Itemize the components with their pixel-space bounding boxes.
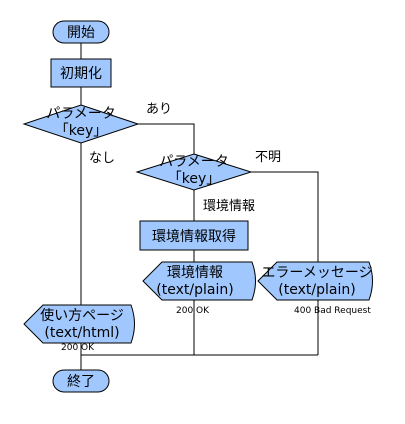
output-usage: 使い方ページ (text/html) — [23, 304, 135, 344]
decision-key-1-line1: パラメータ — [46, 106, 116, 122]
decision-key-2-line2: 「key」 — [168, 171, 221, 187]
output-env: 環境情報 (text/plain) — [142, 261, 256, 301]
output-usage-line1: 使い方ページ — [40, 307, 124, 324]
get-env-process: 環境情報取得 — [139, 220, 249, 251]
decision-key-1: パラメータ 「key」 — [22, 104, 140, 144]
get-env-process-label: 環境情報取得 — [152, 228, 236, 245]
output-error: エラーメッセージ (text/plain) — [257, 261, 373, 301]
output-env-line2: (text/plain) — [156, 282, 233, 298]
output-env-line1: 環境情報 — [167, 265, 223, 281]
decision-key-2-line1: パラメータ — [159, 154, 229, 170]
output-error-line2: (text/plain) — [278, 282, 355, 298]
decision-key-2: パラメータ 「key」 — [135, 153, 253, 191]
output-error-line1: エラーメッセージ — [261, 265, 372, 281]
status-env: 200 OK — [176, 306, 210, 316]
start-node-label: 開始 — [67, 25, 95, 41]
edge-label-d2-unknown: 不明 — [255, 150, 281, 165]
edge-decision2-unknown — [251, 171, 319, 262]
edge-label-d1-yes: あり — [146, 102, 172, 117]
end-node: 終了 — [52, 369, 110, 393]
init-process-label: 初期化 — [60, 65, 102, 82]
output-usage-line2: (text/html) — [44, 325, 119, 341]
status-usage: 200 OK — [61, 343, 95, 353]
init-process: 初期化 — [50, 58, 112, 88]
edge-label-d1-no: なし — [89, 151, 115, 166]
edge-decision1-yes — [138, 123, 195, 157]
edge-label-d2-env: 環境情報 — [203, 199, 255, 214]
decision-key-1-line2: 「key」 — [55, 123, 108, 139]
end-node-label: 終了 — [67, 374, 95, 390]
status-error: 400 Bad Request — [294, 306, 371, 316]
start-node: 開始 — [52, 20, 110, 44]
